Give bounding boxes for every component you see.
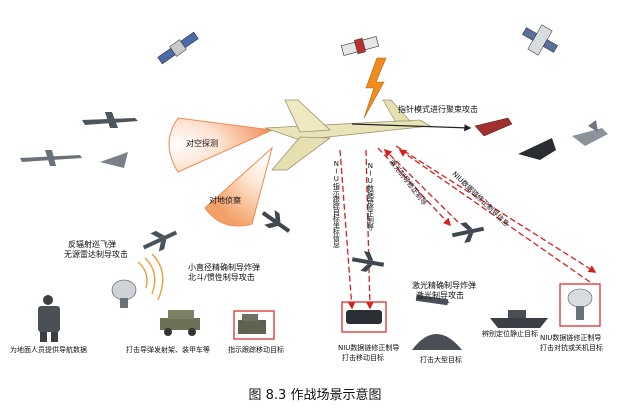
small-bomb-label: 小直径精确制导炸弹 — [188, 263, 260, 272]
satellite-right — [522, 24, 558, 56]
naval-vessel — [490, 310, 548, 328]
niu-radar-label: NIU数据链修正制导 — [540, 334, 602, 342]
uav-left-1 — [82, 112, 138, 128]
flying-wing-left — [100, 152, 128, 168]
missile-launcher-vehicle — [160, 310, 200, 336]
radar-target-box — [559, 283, 601, 327]
guidance-links — [339, 145, 597, 310]
niu-track-label: NIU指示跟踪目标坐标信息 — [332, 160, 341, 248]
moving-target-box — [341, 301, 387, 333]
armored-vehicle — [233, 310, 275, 340]
niu-move-sub-label: 打击移动目标 — [342, 354, 384, 362]
air-detection-label: 对空探测 — [186, 139, 218, 148]
radar-dish — [111, 279, 137, 308]
niu-radar-sub-label: 打击对抗或关机目标 — [540, 344, 603, 352]
anti-radiation-label: 反辐射巡飞弹 — [68, 240, 116, 249]
ground-recon-label: 对地侦察 — [209, 196, 241, 205]
guided-munition-right — [451, 222, 485, 244]
large-target-label: 打击大型目标 — [420, 356, 462, 364]
small-bomb-sub-label: 北斗/惯性制导攻击 — [188, 273, 255, 282]
pointer-attack-arrow — [351, 123, 472, 132]
stationary-label: 辨别定位静止目标 — [482, 330, 538, 338]
ground-personnel-label: 为地面人员提供导航数据 — [10, 346, 87, 354]
loitering-munition — [142, 230, 178, 252]
ground-soldier — [38, 295, 60, 342]
satellite-left — [157, 31, 199, 65]
figure-caption: 图 8.3 作战场景示意图 — [248, 388, 382, 403]
small-diameter-bomb — [261, 210, 291, 233]
niu-datalink-label: NIU数据链修正制导 — [366, 162, 375, 230]
radar-waves — [137, 253, 164, 301]
guided-munition-center — [351, 251, 385, 272]
track-target-label: 指示跟踪移动目标 — [228, 346, 284, 354]
stealth-bomber — [518, 138, 556, 160]
hangar-target — [412, 334, 462, 350]
laser-bomb-sub-label: 激光制导攻击 — [416, 291, 464, 300]
enemy-fighter — [474, 117, 513, 137]
satellite-center — [340, 36, 380, 56]
anti-radiation-sub-label: 无源雷达制导攻击 — [64, 250, 128, 259]
uav-left-2 — [20, 150, 82, 166]
ground-recon-cone — [204, 146, 273, 227]
launchers-label: 打击导弹发射架、装甲车等 — [126, 346, 210, 354]
laser-bomb-label: 激光精确制导炸弹 — [412, 281, 476, 290]
niu-move-label: NIU数据链修正制导 — [338, 344, 400, 352]
satellite-link-lightning — [363, 57, 387, 119]
pointer-attack-label: 指针模式进行聚束攻击 — [398, 105, 478, 114]
fighter-jet-right — [572, 120, 608, 146]
air-detection-cone — [168, 117, 274, 173]
laser-guided-bomb — [415, 294, 450, 306]
